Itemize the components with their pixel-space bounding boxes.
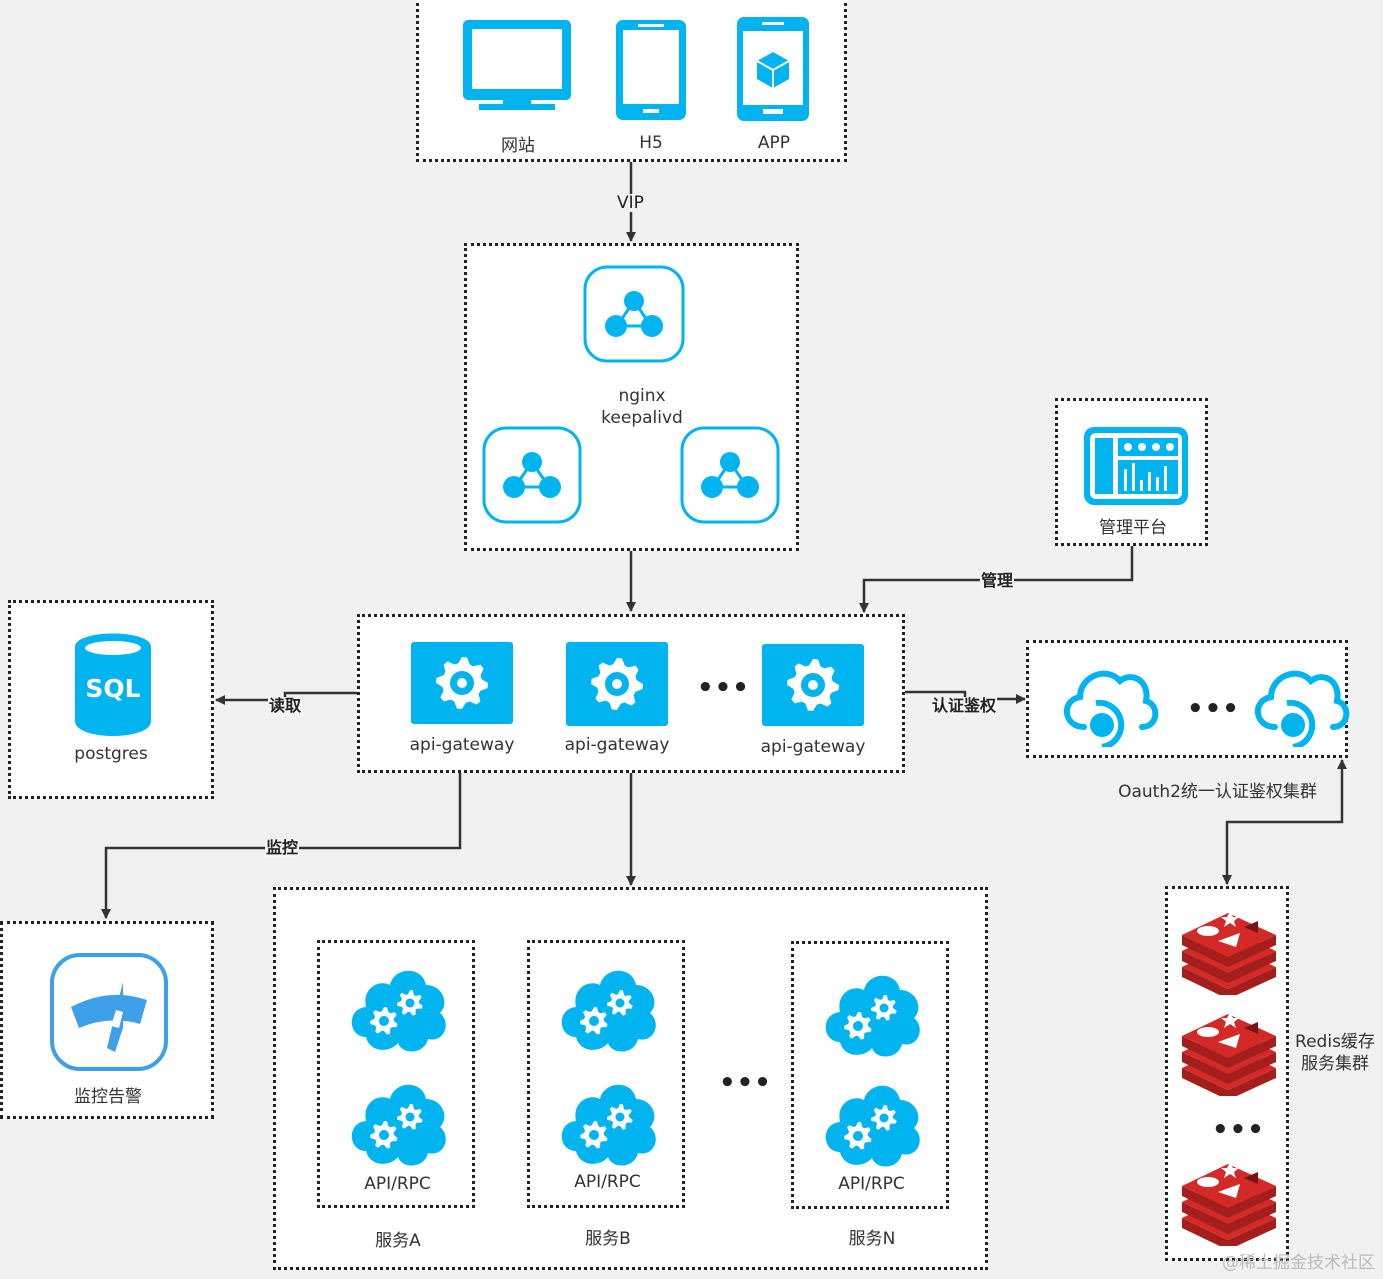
nginx-node-right <box>680 426 780 524</box>
nginx-label-line1: nginx <box>618 386 666 406</box>
edge-label-auth: 认证鉴权 <box>931 696 998 715</box>
cloud-gears-icon <box>561 1084 656 1166</box>
admin-platform-label: 管理平台 <box>1099 518 1167 538</box>
edge-read <box>215 691 358 705</box>
cloud-gears-icon <box>825 975 920 1057</box>
oauth-cluster-label: Oauth2统一认证鉴权集群 <box>1118 782 1317 802</box>
service-b-box[interactable]: API/RPC <box>527 940 685 1208</box>
gear-icon <box>566 642 668 726</box>
edge-oauth-redis <box>1222 759 1347 885</box>
service-a-name: 服务A <box>375 1231 421 1251</box>
services-ellipsis: ••• <box>719 1068 772 1098</box>
client-label-website: 网站 <box>501 136 535 156</box>
gateway-label-1: api-gateway <box>409 735 515 755</box>
nginx-label: nginx keepalivd <box>567 385 717 429</box>
postgres-group[interactable]: SQL postgres <box>8 600 214 799</box>
service-n-box[interactable]: API/RPC <box>791 941 949 1209</box>
nginx-node-left <box>482 426 582 524</box>
gateway-label-2: api-gateway <box>564 735 670 755</box>
database-icon: SQL <box>75 633 151 736</box>
cloud-gears-icon <box>561 970 656 1052</box>
monitoring-group[interactable]: 监控告警 <box>0 921 214 1119</box>
nginx-node-top <box>583 265 685 363</box>
redis-label-line1: Redis缓存 <box>1295 1032 1375 1052</box>
dashboard-icon <box>1084 427 1188 505</box>
edge-label-vip: VIP <box>616 193 645 213</box>
services-group: API/RPC API/RPC ••• API/RPC 服务A 服务B 服务N <box>273 887 988 1270</box>
gear-icon <box>762 644 864 726</box>
client-label-app: APP <box>757 133 791 153</box>
service-b-caption: API/RPC <box>574 1172 641 1192</box>
cloud-gears-icon <box>351 1084 446 1166</box>
api-gateway-group: ••• api-gateway api-gateway api-gateway <box>357 614 905 773</box>
client-label-h5: H5 <box>639 133 663 153</box>
watermark: @稀土掘金技术社区 <box>1222 1253 1375 1273</box>
cloud-auth-icon <box>1254 670 1350 747</box>
redis-label-line2: 服务集群 <box>1301 1054 1369 1074</box>
redis-icon <box>1182 911 1276 995</box>
edge-label-monitor: 监控 <box>265 838 300 857</box>
gauge-icon <box>50 953 168 1071</box>
cloud-gears-icon <box>825 1085 920 1167</box>
admin-platform-group[interactable]: 管理平台 <box>1055 398 1208 546</box>
redis-cluster-group: ••• <box>1165 886 1289 1261</box>
cloud-auth-icon <box>1063 670 1159 747</box>
redis-icon <box>1182 1012 1276 1096</box>
service-a-caption: API/RPC <box>364 1174 431 1194</box>
edge-label-manage: 管理 <box>980 571 1015 590</box>
nginx-label-line2: keepalivd <box>601 408 683 428</box>
service-n-caption: API/RPC <box>838 1174 905 1194</box>
service-a-box[interactable]: API/RPC <box>317 940 475 1208</box>
monitor-icon <box>463 20 571 110</box>
redis-icon <box>1182 1162 1276 1246</box>
smartphone-icon <box>616 20 686 120</box>
redis-cluster-label: Redis缓存 服务集群 <box>1292 1031 1378 1075</box>
gear-icon <box>411 642 513 724</box>
mobile-app-icon <box>737 17 809 121</box>
service-n-name: 服务N <box>848 1229 896 1249</box>
service-b-name: 服务B <box>585 1229 631 1249</box>
gateway-label-3: api-gateway <box>760 737 866 757</box>
edge-label-read: 读取 <box>268 696 303 715</box>
database-icon-text: SQL <box>85 674 140 703</box>
oauth-cluster-group: ••• <box>1026 640 1350 758</box>
gateway-ellipsis: ••• <box>697 673 750 703</box>
monitoring-label: 监控告警 <box>74 1087 142 1107</box>
postgres-label: postgres <box>74 744 148 764</box>
cloud-gears-icon <box>351 970 446 1052</box>
clients-group: 网站 H5 APP <box>416 0 847 162</box>
redis-ellipsis: ••• <box>1212 1115 1265 1145</box>
oauth-ellipsis: ••• <box>1187 694 1240 724</box>
